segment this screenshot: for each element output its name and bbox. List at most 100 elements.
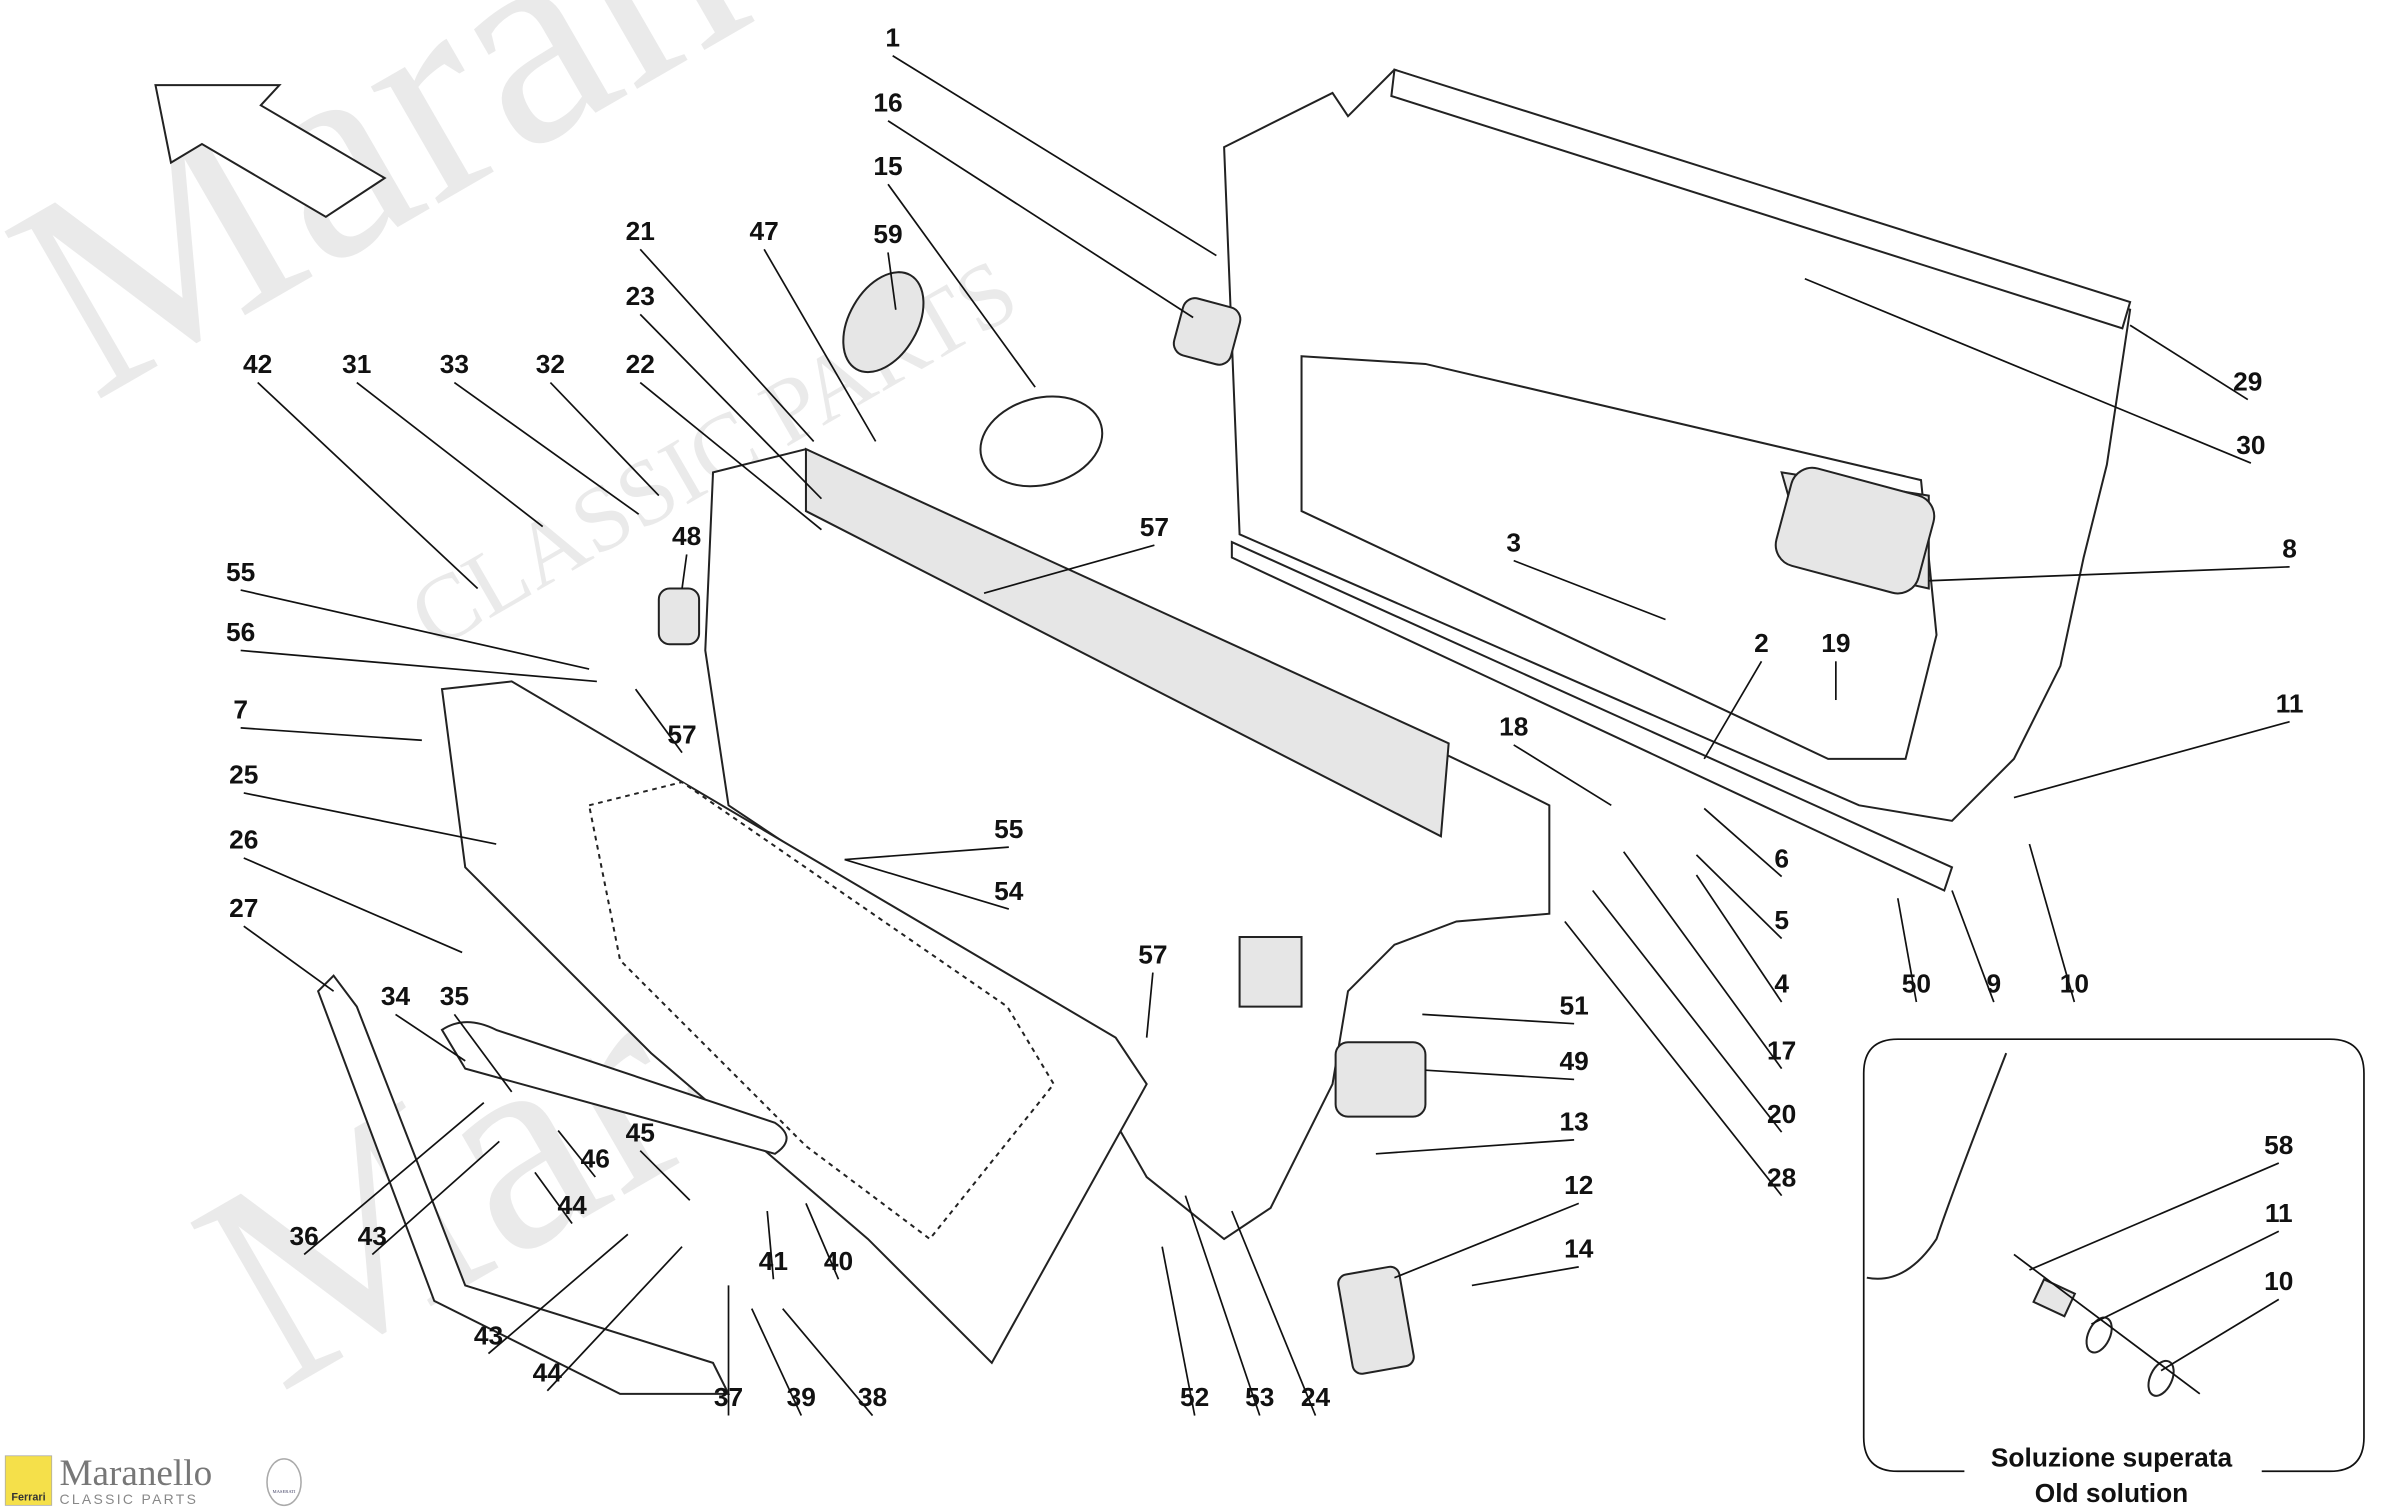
ferrari-shield-icon [4, 1455, 53, 1506]
leader-line [453, 1013, 513, 1093]
leader-line [892, 55, 1217, 257]
leader-line [549, 381, 660, 497]
leader-line [257, 381, 479, 590]
leader-line [782, 1308, 874, 1417]
vent-12 [1337, 1265, 1415, 1375]
leader-line [1375, 1139, 1575, 1155]
leader-line [1422, 1013, 1575, 1025]
leader-line [844, 846, 1009, 861]
leader-line [2013, 720, 2290, 799]
leader-line [2129, 324, 2249, 401]
maserati-trident-icon [266, 1458, 302, 1507]
callout-label: 54 [994, 876, 1024, 906]
callout-label: 5 [1774, 905, 1789, 935]
callout-label: 25 [229, 760, 258, 790]
leader-line [243, 857, 463, 954]
leader-line [1703, 660, 1763, 760]
callout-label: 57 [667, 719, 696, 749]
leader-line [240, 727, 422, 742]
leader-line [1622, 851, 1783, 1070]
leader-line [2028, 843, 2076, 1003]
callout-label: 19 [1821, 628, 1850, 658]
callout-label: 50 [1902, 969, 1931, 999]
leader-line [1425, 1069, 1575, 1081]
leader-line [356, 381, 544, 528]
callout-label: 55 [994, 814, 1023, 844]
leader-line [303, 1102, 485, 1256]
leader-line [453, 381, 640, 515]
callout-label: 24 [1301, 1382, 1331, 1412]
leader-line [371, 1140, 500, 1256]
callout-label: 27 [229, 893, 258, 923]
logo-subtitle: CLASSIC PARTS [59, 1491, 198, 1507]
inner-panel [704, 447, 1551, 1241]
leader-line [1471, 1266, 1579, 1287]
callout-label: 32 [536, 349, 565, 379]
trim-panel [316, 680, 1148, 1395]
maserati-logo-text: MASERATI [272, 1490, 296, 1495]
callout-label: 33 [440, 349, 469, 379]
callout-label: 45 [626, 1117, 655, 1147]
callout-label: 52 [1180, 1382, 1209, 1412]
door-frame [1223, 68, 2132, 892]
callout-label: 1 [885, 22, 900, 52]
leader-line [1896, 898, 1918, 1003]
ferrari-logo-text: Ferrari [11, 1492, 45, 1504]
callout-label: 13 [1559, 1107, 1588, 1137]
seal-49 [1334, 1041, 1427, 1118]
direction-arrow-icon [154, 84, 387, 219]
callout-label: 42 [243, 349, 272, 379]
leader-line [639, 313, 823, 500]
leader-line [243, 792, 497, 845]
callout-label: 55 [226, 557, 255, 587]
callout-label: 22 [626, 349, 655, 379]
leader-line [1951, 890, 1995, 1003]
leader-line [681, 554, 688, 589]
callout-label: 26 [229, 825, 258, 855]
leader-line [487, 1233, 629, 1355]
callout-label: 37 [714, 1382, 743, 1412]
callout-label: 29 [2233, 366, 2262, 396]
callout-label: 9 [1986, 969, 2001, 999]
callout-label: 4 [1774, 969, 1789, 999]
leader-line [1184, 1195, 1261, 1416]
leader-line [2091, 1230, 2280, 1325]
leader-line [805, 1203, 840, 1280]
callout-label: 59 [873, 219, 902, 249]
leader-line [634, 688, 683, 754]
leader-line [1564, 920, 1783, 1197]
watermark-text: Maranello [0, 0, 1173, 458]
callout-label: 3 [1506, 527, 1521, 557]
callout-label: 44 [533, 1357, 563, 1387]
leader-line [844, 858, 1010, 910]
leader-line [763, 248, 877, 442]
callout-label: 40 [824, 1246, 853, 1276]
leader-line [639, 1150, 691, 1201]
inset-caption-english: Old solution [2035, 1478, 2188, 1508]
callout-label: 57 [1138, 939, 1167, 969]
callout-label: 15 [873, 151, 902, 181]
callout-label: 49 [1559, 1046, 1588, 1076]
old-solution-inset: Soluzione superata Old solution [1862, 1038, 2365, 1508]
leader-line [1804, 277, 2252, 464]
leader-line [1145, 972, 1154, 1038]
leader-line [243, 925, 335, 992]
callout-label: 46 [581, 1144, 610, 1174]
leader-lines [240, 55, 2290, 1417]
callout-label: 12 [1564, 1170, 1593, 1200]
leader-line [557, 1130, 596, 1178]
maranello-logo: Ferrari Maranello CLASSIC PARTS MASERATI [4, 1453, 302, 1507]
callout-label: 56 [226, 617, 255, 647]
speaker-grille [842, 271, 925, 374]
leader-line [639, 381, 822, 531]
leader-line [887, 183, 1036, 388]
callout-label: 44 [557, 1190, 587, 1220]
leader-line [983, 544, 1155, 594]
leader-line [546, 1246, 683, 1392]
callout-label: 18 [1499, 712, 1528, 742]
callout-label: 53 [1245, 1382, 1274, 1412]
leader-line [2029, 1162, 2280, 1271]
callout-label: 16 [873, 88, 902, 118]
